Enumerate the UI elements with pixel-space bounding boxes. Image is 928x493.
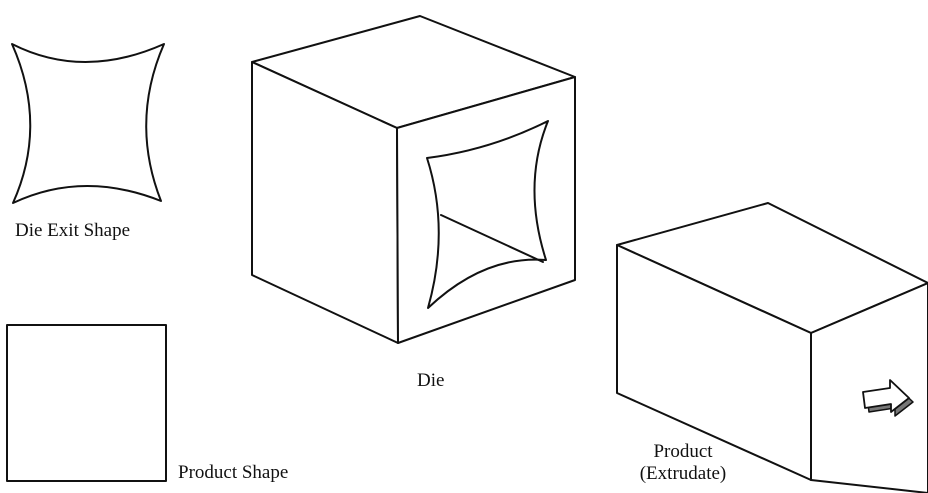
die-exit-shape-outline — [11, 43, 165, 204]
die-opening-inner-edge — [440, 214, 544, 263]
label-product-shape: Product Shape — [178, 462, 289, 483]
product-extrudate — [616, 202, 928, 493]
label-die: Die — [417, 370, 445, 391]
die-opening-outline — [426, 120, 549, 309]
label-die-exit-shape: Die Exit Shape — [15, 220, 131, 241]
die-cube — [251, 15, 576, 344]
extrusion-direction-arrow-icon — [862, 379, 914, 417]
label-product-extrudate: Product (Extrudate) — [628, 441, 738, 485]
extrudate-front-face — [810, 282, 928, 493]
product-shape-square — [6, 324, 167, 482]
label-product-line2: (Extrudate) — [639, 463, 727, 484]
label-product-line1: Product — [653, 441, 713, 462]
die-exit-shape — [11, 43, 165, 204]
die-front-face — [396, 76, 576, 344]
arrow-body — [862, 379, 910, 413]
product-shape — [6, 324, 167, 482]
